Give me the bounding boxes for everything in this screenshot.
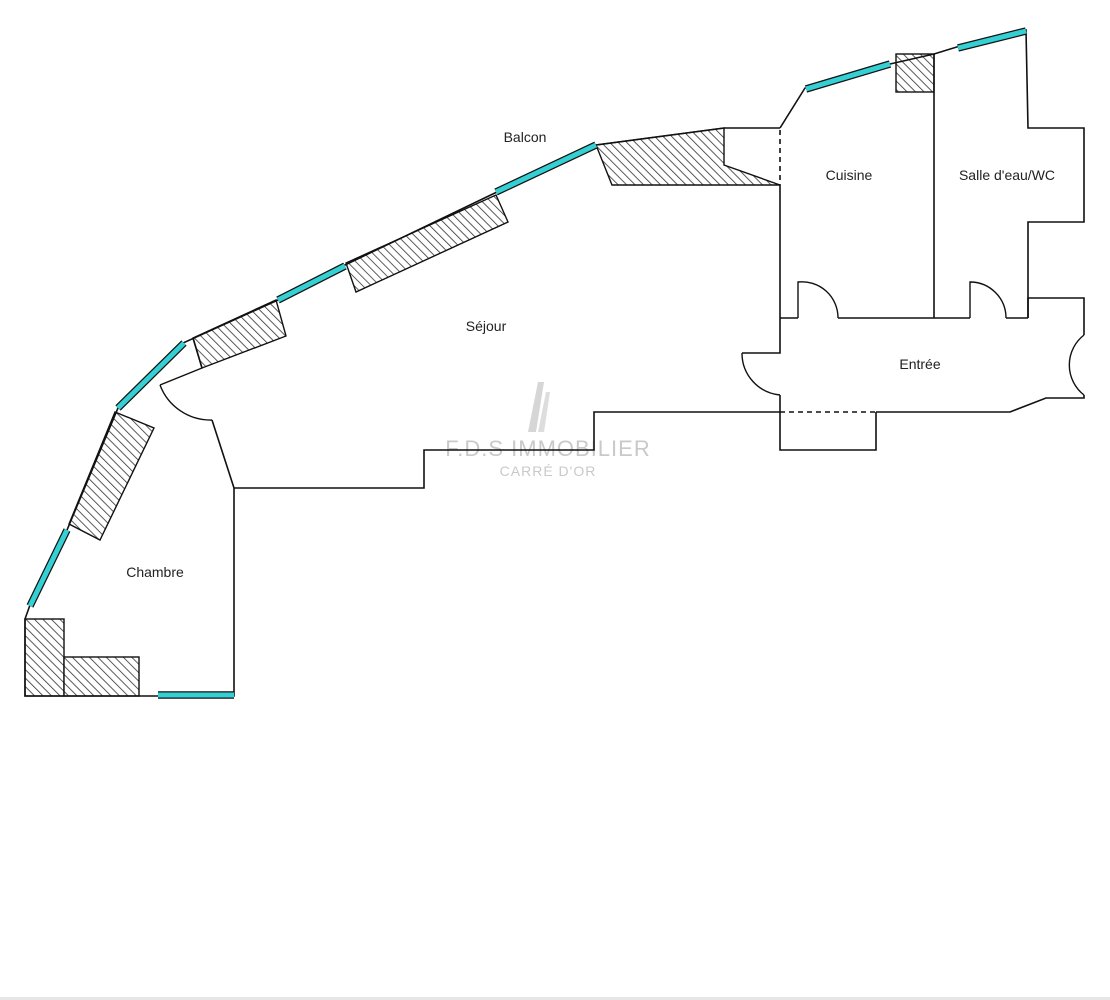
watermark-title: F.D.S IMMOBILIER [445, 436, 650, 461]
windows [26, 27, 1027, 699]
door-kitchen-icon [797, 281, 839, 319]
bottom-divider [0, 997, 1110, 1000]
room-label-cuisine: Cuisine [826, 167, 873, 183]
door-entry-right-icon [1068, 334, 1085, 396]
room-label-chambre: Chambre [126, 564, 184, 580]
watermark: F.D.S IMMOBILIER CARRÉ D'OR [445, 382, 650, 479]
hatch-bedroom-2 [63, 656, 140, 697]
room-labels: Balcon Séjour Cuisine Salle d'eau/WC Ent… [126, 129, 1055, 580]
window-icon [115, 340, 187, 411]
window-icon [26, 528, 71, 608]
hatch-bathroom [895, 53, 935, 93]
room-label-balcon: Balcon [504, 129, 547, 145]
doors [159, 281, 1085, 421]
hatch-wall-2 [192, 299, 287, 369]
hatch-bedroom-1 [24, 618, 65, 697]
hatch-wall-3 [68, 411, 155, 541]
door-bedroom-icon [159, 367, 213, 421]
window-icon [276, 262, 347, 304]
window-icon [804, 60, 892, 93]
hatch-balcony-corner [595, 127, 781, 186]
room-label-salle-eau: Salle d'eau/WC [959, 167, 1055, 183]
watermark-subtitle: CARRÉ D'OR [500, 463, 597, 479]
room-label-sejour: Séjour [466, 318, 507, 334]
door-entry-left-icon [741, 352, 781, 396]
door-bathroom-icon [969, 281, 1007, 319]
window-icon [494, 141, 598, 196]
hatched-elements [24, 53, 935, 697]
watermark-logo-icon [528, 382, 550, 432]
openings [779, 130, 876, 413]
hatch-wall-1 [345, 194, 509, 293]
window-icon [957, 27, 1027, 52]
room-label-entree: Entrée [899, 356, 940, 372]
